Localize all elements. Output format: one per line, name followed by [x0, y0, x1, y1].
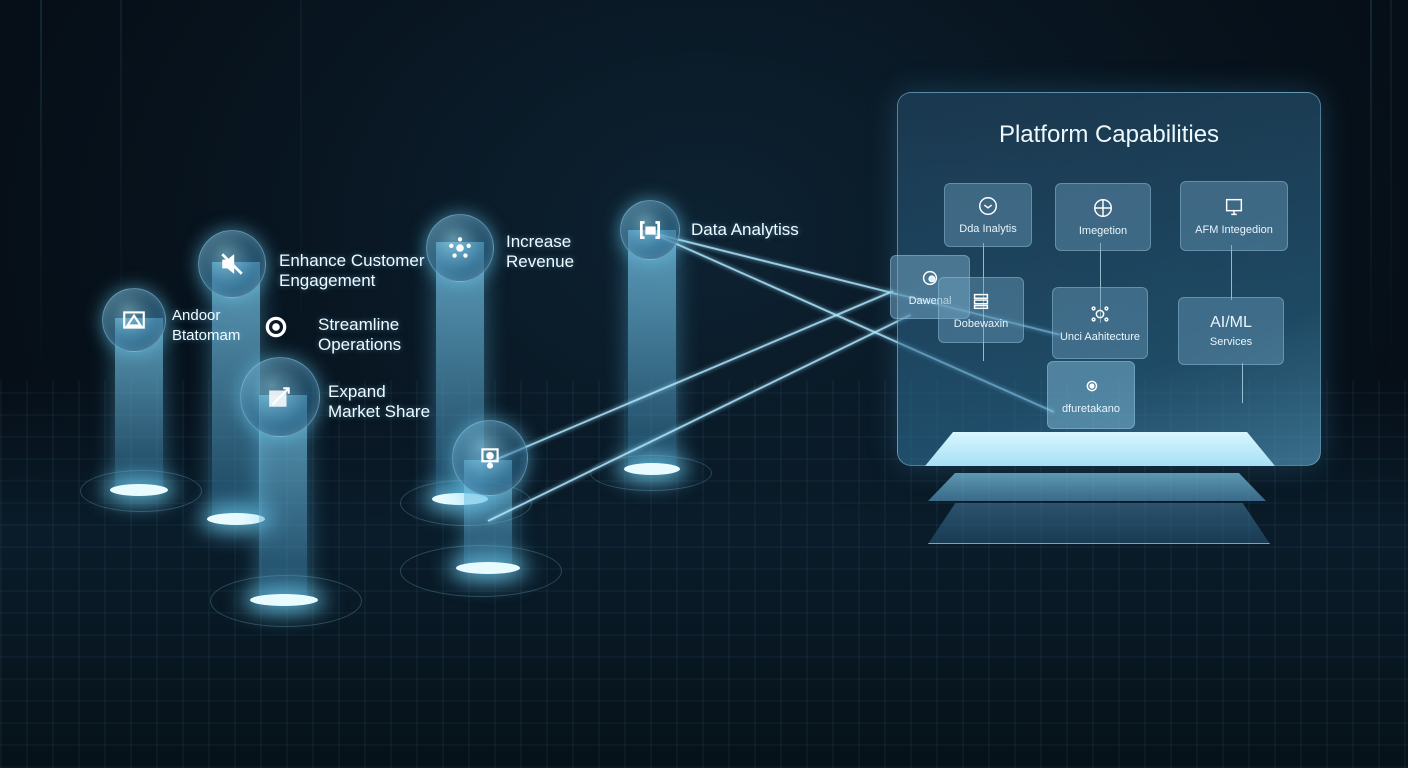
card-label: Unci Aahitecture	[1059, 331, 1141, 343]
card-label: Dawenal	[908, 295, 952, 307]
cloud-nodes-icon	[1091, 306, 1109, 322]
pillar-base	[250, 594, 318, 606]
card-label: dfuretakano	[1061, 403, 1121, 415]
connector-line	[1231, 245, 1232, 300]
card-label: Dobewaxin	[953, 318, 1009, 330]
pillar-base	[624, 463, 680, 475]
card-label: Dda Inalytis	[959, 223, 1017, 235]
image-triangle-icon	[123, 311, 145, 329]
card-dawenal[interactable]: Dawenal	[890, 255, 970, 319]
gear-cycle-icon	[265, 316, 287, 338]
brackets-icon	[639, 221, 661, 239]
card-central-hub[interactable]: dfuretakano	[1047, 361, 1135, 429]
globe-icon	[1094, 199, 1112, 217]
pillar-analytics	[628, 230, 676, 470]
goal-label-android: Andoor Btatomam	[172, 307, 241, 344]
goal-label-revenue: Increase Revenue	[506, 232, 575, 271]
chart-arrow-icon	[269, 387, 290, 407]
muted-speaker-icon	[221, 253, 243, 275]
goal-orb-market[interactable]	[240, 357, 320, 437]
shield-smile-icon	[979, 197, 997, 215]
connector-line	[1100, 243, 1101, 323]
platform-capabilities-panel: Platform Capabilities Dda Inalytis Imege…	[890, 92, 1321, 466]
hand-icon	[922, 270, 938, 286]
pillar-base	[207, 513, 265, 525]
card-dobewaxin[interactable]: Dobewaxin	[938, 277, 1024, 343]
goal-label-engagement: Enhance Customer Engagement	[279, 251, 425, 290]
monitor-code-icon	[1225, 198, 1243, 216]
cloud-gear-icon	[1086, 380, 1098, 392]
data-rain	[1390, 0, 1392, 380]
card-api-integration[interactable]: AFM Integedion	[1180, 181, 1288, 251]
card-label: AI/ML	[1210, 314, 1252, 331]
connector-line	[1242, 363, 1243, 403]
goal-orb-device[interactable]	[452, 420, 528, 496]
goal-label-operations: Streamline Operations	[318, 315, 402, 354]
goal-orb-operations[interactable]	[256, 305, 296, 349]
card-unci-architecture[interactable]: Unci Aahitecture	[1052, 287, 1148, 359]
monitor-icon	[481, 448, 499, 469]
platform-layer-bottom	[928, 503, 1270, 544]
connector-line	[983, 243, 984, 361]
data-rain	[120, 0, 122, 380]
pillar-base	[456, 562, 520, 574]
network-nodes-icon	[449, 237, 471, 258]
goal-label-analytics: Data Analytiss	[691, 220, 799, 239]
card-data-analytics[interactable]: Dda Inalytis	[944, 183, 1032, 247]
server-icon	[973, 293, 989, 310]
card-ai-ml-services[interactable]: AI/ML Services	[1178, 297, 1284, 365]
panel-title: Platform Capabilities	[998, 121, 1220, 148]
card-label: AFM Integedion	[1195, 224, 1273, 236]
data-rain	[300, 0, 302, 380]
card-integration[interactable]: Imegetion	[1055, 183, 1151, 251]
data-rain	[40, 0, 42, 380]
goal-orb-analytics[interactable]	[620, 200, 680, 260]
goal-label-market: Expand Market Share	[328, 382, 431, 421]
goal-orb-engagement[interactable]	[198, 230, 266, 298]
platform-layer-top	[925, 432, 1275, 466]
platform-layer-middle	[928, 473, 1266, 501]
pillar-base	[110, 484, 168, 496]
data-rain	[1370, 0, 1372, 380]
goal-orb-android[interactable]	[102, 288, 166, 352]
card-sublabel: Services	[1209, 336, 1253, 348]
card-label: Imegetion	[1078, 225, 1128, 237]
goal-orb-revenue[interactable]	[426, 214, 494, 282]
